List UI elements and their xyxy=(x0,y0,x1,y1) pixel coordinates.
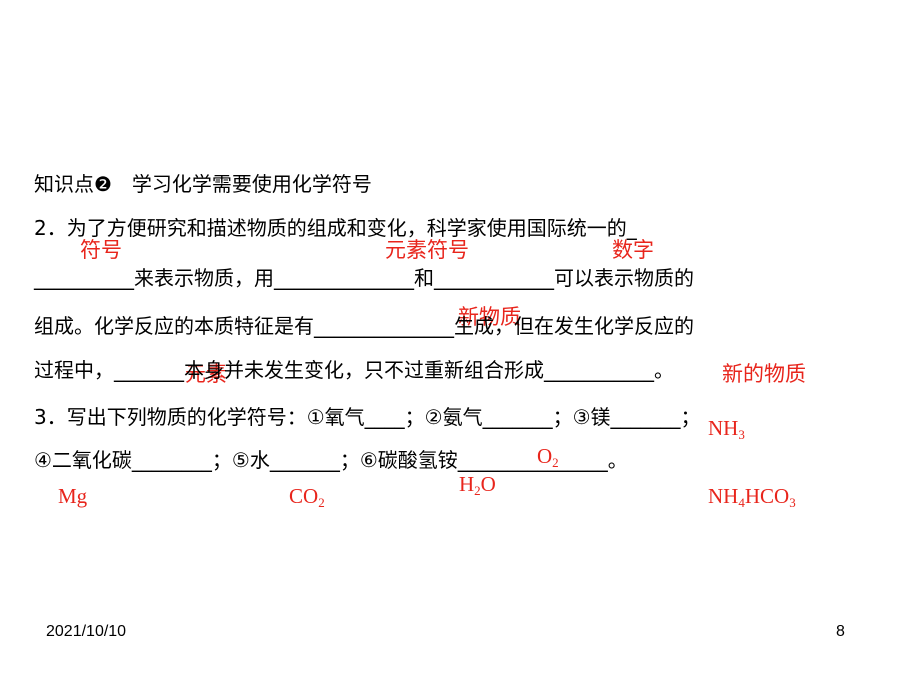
footer-page-number: 8 xyxy=(836,623,845,640)
q3-line-1: 3．写出下列物质的化学符号：①氧气____；②氨气_______；③镁_____… xyxy=(34,405,701,429)
answer-nh3: NH3 xyxy=(708,416,745,442)
answer-symbol: 符号 xyxy=(80,238,122,262)
answer-element: 元素 xyxy=(185,362,227,386)
answer-o2: O2 xyxy=(537,444,559,470)
answer-new-substance: 新物质 xyxy=(458,305,521,329)
q2-line-2: __________来表示物质，用______________和________… xyxy=(34,266,694,290)
answer-co2: CO2 xyxy=(289,484,325,510)
answer-number: 数字 xyxy=(612,238,654,262)
answer-mg: Mg xyxy=(58,484,88,508)
footer-date: 2021/10/10 xyxy=(46,623,127,640)
answer-new-substances: 新的物质 xyxy=(722,362,806,386)
answer-nh4hco3: NH4HCO3 xyxy=(708,484,796,510)
q3-line-2: ④二氧化碳________；⑤水_______；⑥碳酸氢铵___________… xyxy=(34,448,628,472)
answer-element-symbol: 元素符号 xyxy=(385,238,469,262)
q2-line-4: 过程中，_______本身并未发生变化，只不过重新组合形成___________… xyxy=(34,358,674,382)
answer-h2o: H2O xyxy=(459,472,496,498)
section-heading: 知识点❷ 学习化学需要使用化学符号 xyxy=(34,172,372,196)
q2-line-3: 组成。化学反应的本质特征是有______________生成，但在发生化学反应的 xyxy=(34,314,694,338)
q2-line-1: 2．为了方便研究和描述物质的组成和变化，科学家使用国际统一的_ xyxy=(34,216,637,240)
